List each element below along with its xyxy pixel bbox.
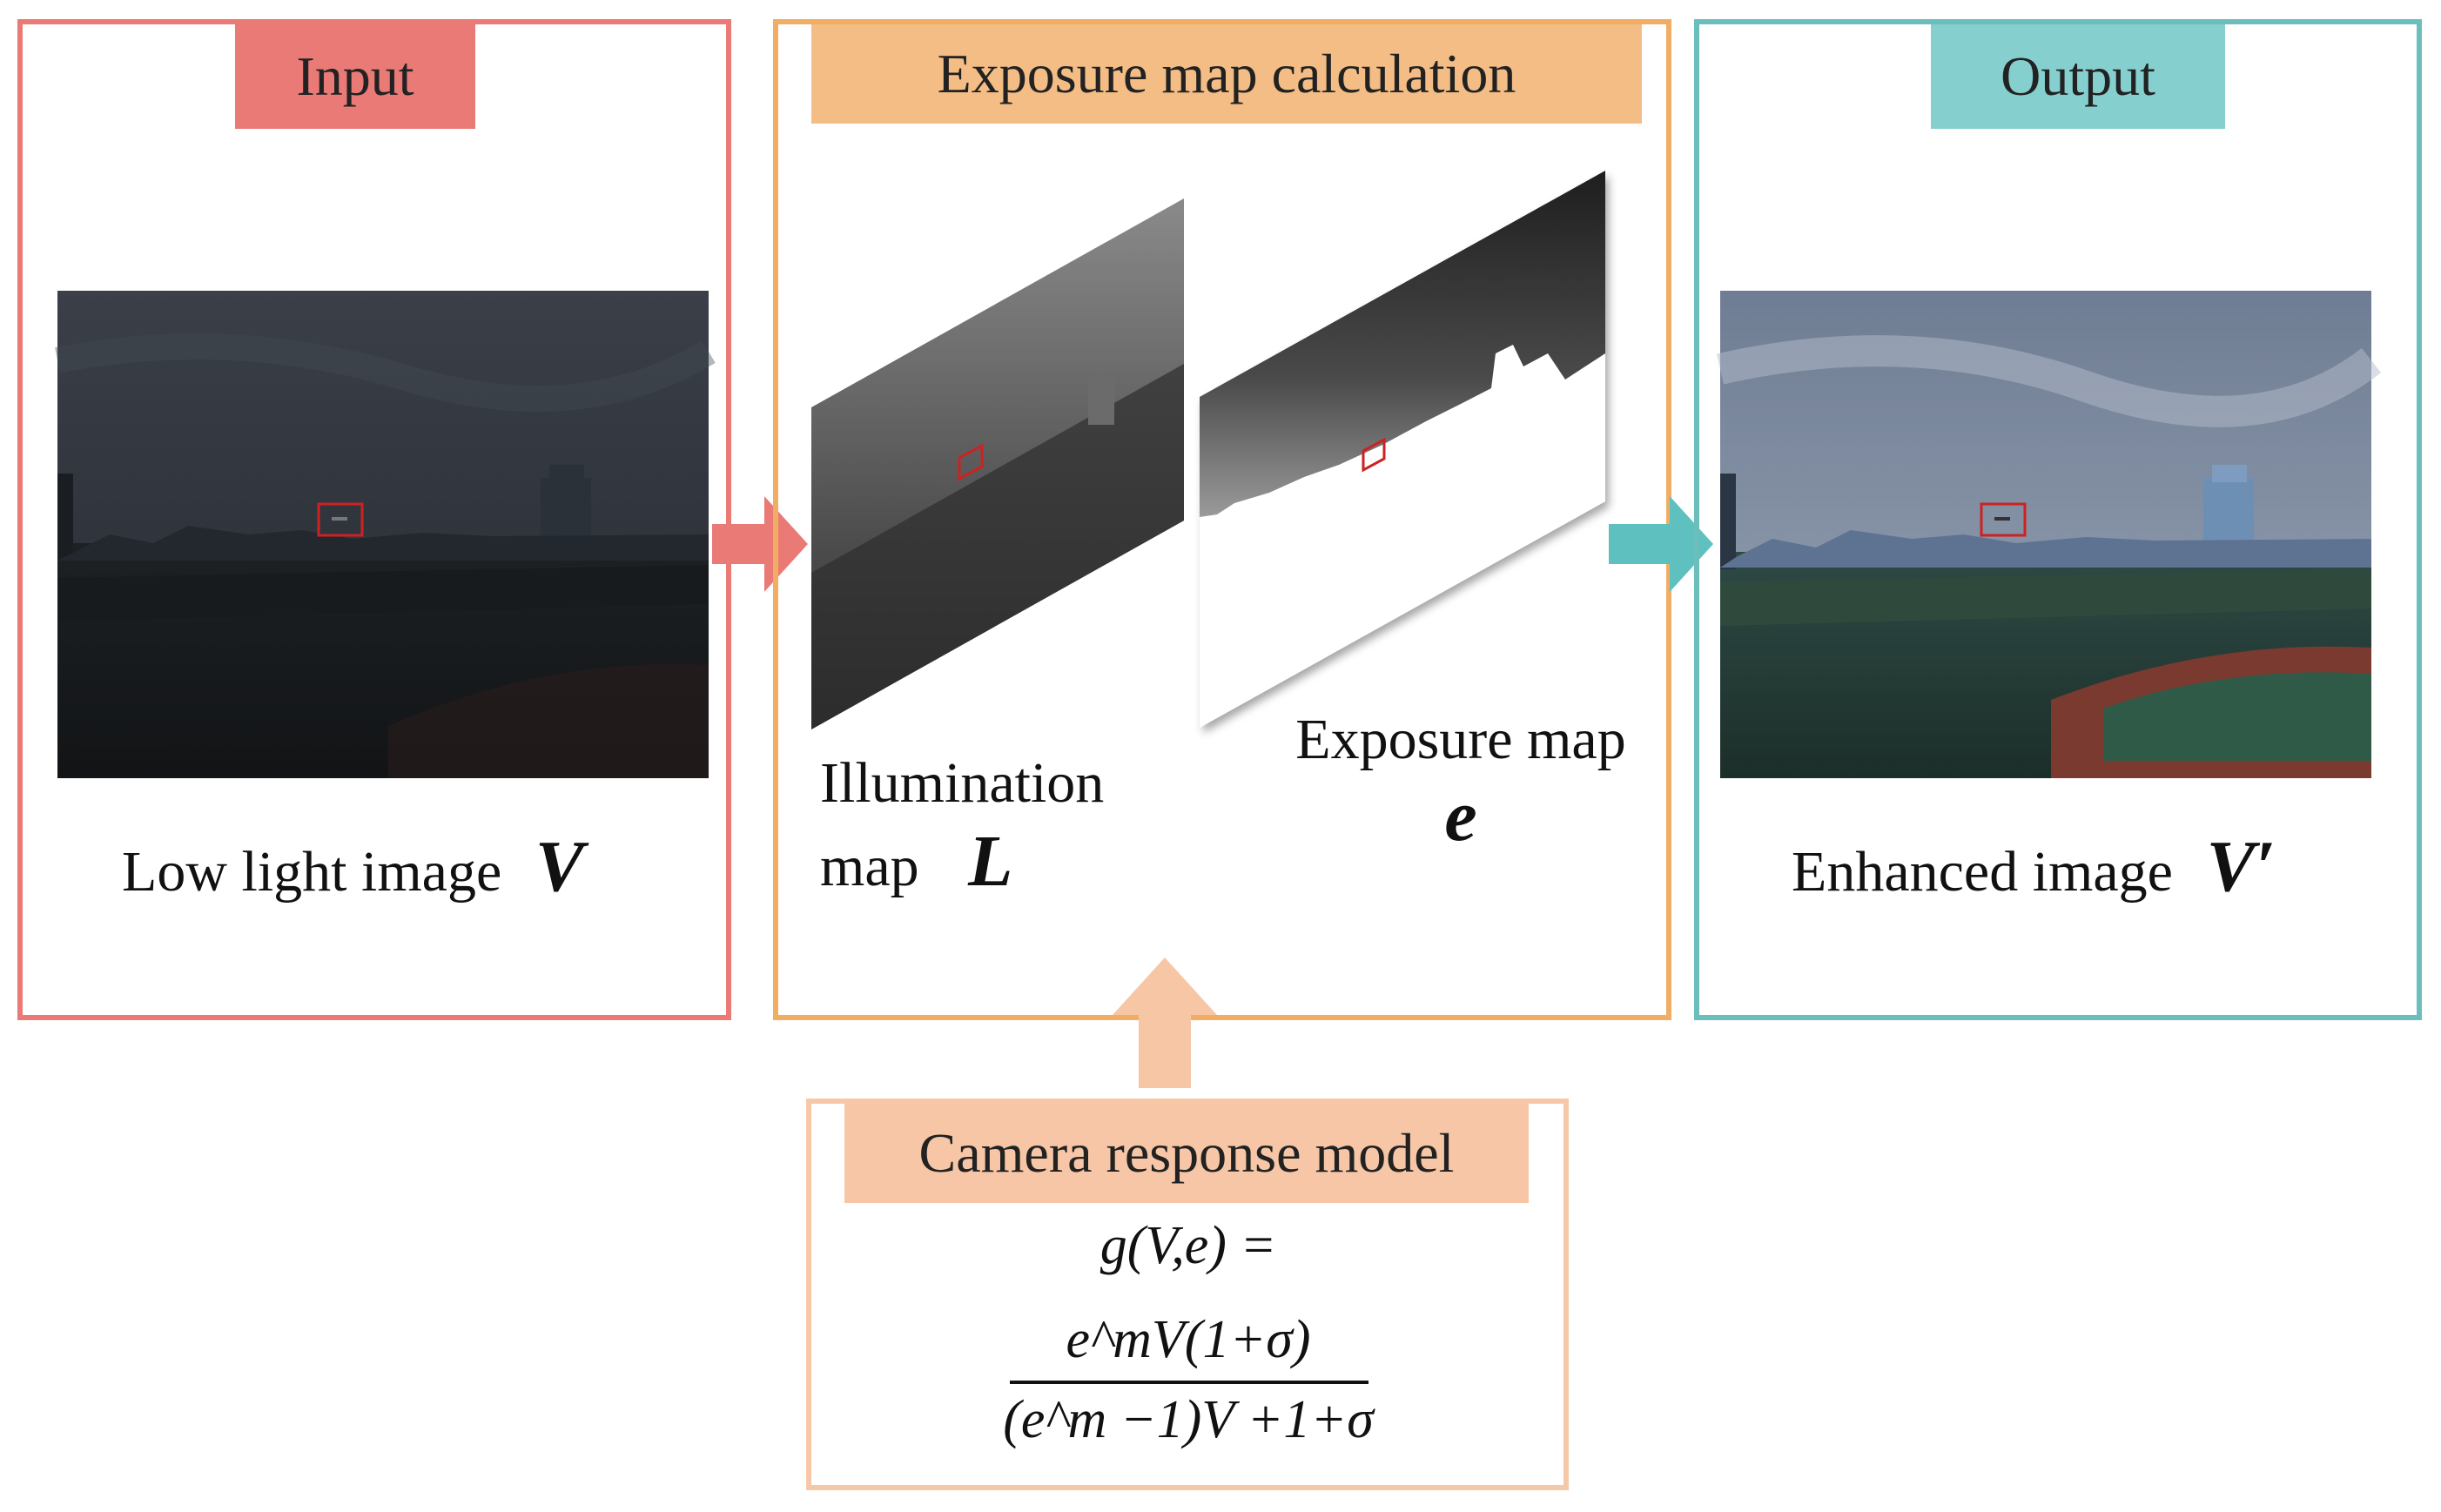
illumination-variable: L <box>968 820 1013 902</box>
fraction-bar <box>1010 1381 1368 1384</box>
camera-tag-label: Camera response model <box>918 1122 1455 1184</box>
enhanced-image <box>1717 291 2382 778</box>
low-light-image <box>55 291 716 778</box>
arrow-exposure-to-output <box>1609 496 1713 592</box>
formula-lhs: g(V,e) = <box>1099 1216 1277 1275</box>
output-tag-label: Output <box>2001 45 2155 107</box>
input-panel <box>17 19 731 1020</box>
illumination-caption-line2: map <box>820 834 919 898</box>
output-caption: Enhanced image V′ <box>1792 825 2276 910</box>
exposure-map-image <box>1200 171 1605 728</box>
formula-denominator: (e^m −1)V +1+σ <box>1003 1390 1374 1449</box>
output-tag: Output <box>1931 24 2225 129</box>
illumination-caption: Illumination map L <box>820 750 1104 904</box>
input-tag: Input <box>235 24 475 129</box>
formula-numerator: e^mV(1+σ) <box>1066 1310 1311 1369</box>
input-caption-text: Low light image <box>122 840 502 904</box>
illumination-caption-line1: Illumination <box>820 751 1105 815</box>
camera-panel <box>806 1099 1569 1490</box>
exposure-caption-text: Exposure map <box>1295 708 1626 771</box>
input-tag-label: Input <box>296 45 414 107</box>
illumination-caption-line2-row: map L <box>820 820 1104 904</box>
exposure-caption: Exposure map e <box>1269 707 1652 858</box>
exposure-variable: e <box>1444 775 1477 857</box>
arrow-input-to-exposure <box>712 496 808 592</box>
exposure-tag: Exposure map calculation <box>811 24 1642 124</box>
output-caption-text: Enhanced image <box>1792 840 2173 904</box>
exposure-tag-label: Exposure map calculation <box>937 43 1516 104</box>
exposure-panel <box>773 19 1671 1020</box>
input-caption: Low light image V <box>122 825 584 910</box>
output-variable: V′ <box>2206 826 2276 907</box>
illumination-map-image <box>811 198 1184 729</box>
input-variable: V <box>535 826 584 907</box>
camera-tag: Camera response model <box>844 1104 1529 1203</box>
output-panel <box>1694 19 2422 1020</box>
arrow-camera-to-exposure <box>1113 958 1217 1088</box>
